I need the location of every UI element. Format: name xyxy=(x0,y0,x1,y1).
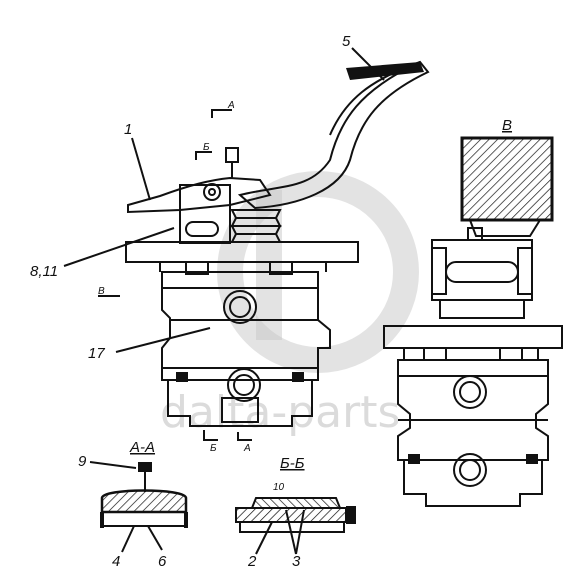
view-v-title: В xyxy=(502,117,512,134)
callout-5: 5 xyxy=(342,33,351,50)
callout-9: 9 xyxy=(78,453,87,470)
section-mark-a-top: А xyxy=(227,100,235,111)
section-mark-b-bottom: Б xyxy=(210,443,217,454)
section-mark-b-top: Б xyxy=(203,142,210,153)
callout-3: 3 xyxy=(292,553,301,570)
section-aa: А-А 9 4 6 xyxy=(78,439,188,570)
view-v: В xyxy=(383,117,563,507)
main-view: 1 5 8,11 17 А Б В Б А xyxy=(30,33,430,454)
callout-2: 2 xyxy=(247,553,257,570)
section-mark-a-bottom: А xyxy=(243,443,251,454)
callout-17: 17 xyxy=(88,345,105,362)
callout-4: 4 xyxy=(112,553,120,570)
section-bb-title: Б-Б xyxy=(280,455,305,472)
section-bb-number: 10 xyxy=(273,482,285,493)
callout-1: 1 xyxy=(124,121,132,138)
callout-8-11: 8,11 xyxy=(30,263,58,280)
watermark-text: dalta-parts xyxy=(160,387,400,438)
view-mark-v: В xyxy=(98,286,105,297)
section-aa-title: А-А xyxy=(129,439,155,456)
section-bb: Б-Б 10 2 3 xyxy=(235,455,356,570)
callout-6: 6 xyxy=(158,553,167,570)
